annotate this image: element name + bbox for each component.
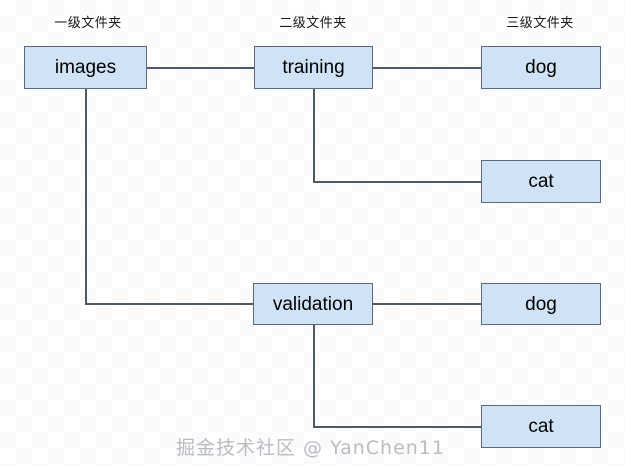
node-validation-cat[interactable]: cat [481,405,601,448]
edge-training-to-dog [373,67,481,69]
column-header-level-3: 三级文件夹 [506,16,574,31]
edge-images-to-validation-vertical [85,89,87,304]
edge-training-to-cat-vertical [313,89,315,182]
column-header-level-1: 一级文件夹 [54,16,122,31]
node-validation-dog[interactable]: dog [481,283,601,325]
node-images-label: images [54,57,117,78]
watermark-text: 掘金技术社区 @ YanChen11 [176,437,445,459]
node-training[interactable]: training [254,46,373,89]
node-training-cat-label: cat [528,171,554,192]
edge-validation-to-dog [373,303,481,305]
node-images[interactable]: images [24,46,147,89]
node-training-label: training [282,57,345,78]
edge-validation-to-cat-horizontal [313,426,481,428]
node-validation-cat-label: cat [528,416,554,437]
node-validation[interactable]: validation [253,283,373,325]
node-validation-dog-label: dog [525,293,557,315]
edge-images-to-validation-horizontal [85,303,253,305]
node-training-cat[interactable]: cat [481,160,601,203]
edge-images-to-training [147,67,255,69]
node-training-dog-label: dog [525,57,557,78]
node-validation-label: validation [272,293,354,315]
edge-validation-to-cat-vertical [313,325,315,427]
column-header-level-2: 二级文件夹 [279,16,347,31]
node-training-dog[interactable]: dog [481,46,601,89]
edge-training-to-cat-horizontal [313,181,481,183]
